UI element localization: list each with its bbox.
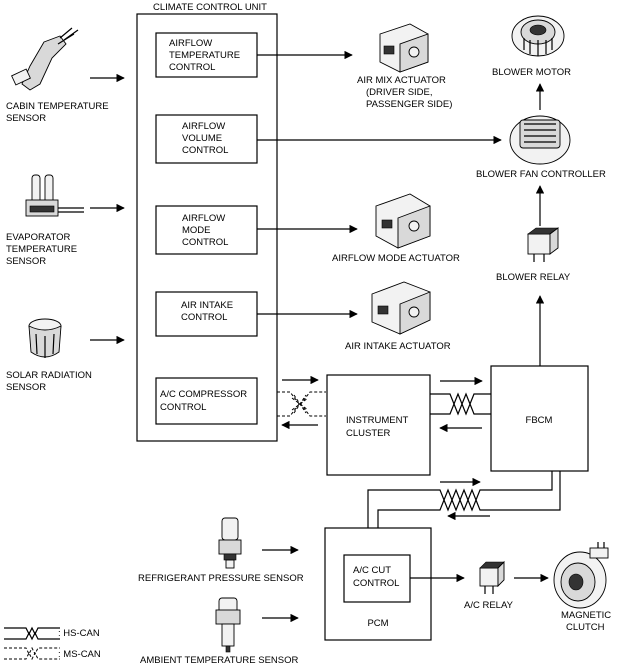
refrigerant-pressure-sensor: REFRIGERANT PRESSURE SENSOR xyxy=(138,517,304,584)
magnetic-clutch: MAGNETIC CLUTCH xyxy=(553,542,611,633)
ac-relay: A/C RELAY xyxy=(464,560,514,611)
blower-relay-icon xyxy=(527,227,559,262)
magnetic-clutch-icon xyxy=(553,542,609,609)
ccu-title: CLIMATE CONTROL UNIT xyxy=(153,2,267,13)
climate-control-unit: CLIMATE CONTROL UNIT AIRFLOW TEMPERATURE… xyxy=(136,2,278,442)
refrigerant-label: REFRIGERANT PRESSURE SENSOR xyxy=(138,573,304,584)
hs-can-link-cluster-fbcm xyxy=(430,392,491,416)
magnetic-clutch-label-2: CLUTCH xyxy=(566,622,605,633)
blower-fan-controller-label: BLOWER FAN CONTROLLER xyxy=(476,169,606,180)
solar-label-1: SOLAR RADIATION xyxy=(6,370,92,381)
solar-sensor-icon xyxy=(28,318,62,358)
ambient-sensor-icon xyxy=(215,597,241,653)
ac-relay-icon xyxy=(479,560,505,594)
airflow-temperature-line-3: CONTROL xyxy=(169,62,215,73)
evaporator-label-1: EVAPORATOR xyxy=(6,232,71,243)
airflow-mode-label: AIRFLOW MODE ACTUATOR xyxy=(332,253,460,264)
cabin-temperature-sensor: CABIN TEMPERATURE SENSOR xyxy=(6,27,109,124)
air-intake-control-block xyxy=(155,291,258,337)
blower-fan-controller: BLOWER FAN CONTROLLER xyxy=(476,115,606,180)
airflow-temperature-control-block xyxy=(155,32,258,78)
blower-motor-label: BLOWER MOTOR xyxy=(492,67,571,78)
instrument-cluster-label-2: CLUSTER xyxy=(346,428,390,439)
ms-can-legend-label: : MS-CAN xyxy=(58,649,101,660)
air-intake-line-1: AIR INTAKE xyxy=(181,300,233,311)
ac-compressor-line-2: CONTROL xyxy=(160,402,206,413)
airflow-mode-line-3: CONTROL xyxy=(182,237,228,248)
air-mix-actuator: AIR MIX ACTUATOR (DRIVER SIDE, PASSENGER… xyxy=(357,23,452,110)
blower-motor-icon xyxy=(511,15,565,57)
airflow-volume-line-3: CONTROL xyxy=(182,145,228,156)
airflow-mode-actuator-icon xyxy=(375,193,431,249)
evaporator-label-3: SENSOR xyxy=(6,256,46,267)
airflow-temperature-line-1: AIRFLOW xyxy=(169,38,212,49)
ac-relay-label: A/C RELAY xyxy=(464,600,514,611)
blower-motor: BLOWER MOTOR xyxy=(492,15,571,78)
ms-can-legend-symbol xyxy=(4,646,60,661)
refrigerant-sensor-icon xyxy=(218,517,242,569)
air-intake-label: AIR INTAKE ACTUATOR xyxy=(345,341,451,352)
air-intake-actuator-icon xyxy=(371,281,431,335)
airflow-volume-line-2: VOLUME xyxy=(182,133,222,144)
hs-can-legend-symbol xyxy=(4,626,60,641)
evaporator-label-2: TEMPERATURE xyxy=(6,244,77,255)
blower-relay-label: BLOWER RELAY xyxy=(496,272,571,283)
evaporator-temperature-sensor: EVAPORATOR TEMPERATURE SENSOR xyxy=(6,174,84,267)
blower-fan-controller-icon xyxy=(509,115,571,165)
instrument-cluster-box xyxy=(326,374,431,476)
airflow-volume-line-1: AIRFLOW xyxy=(182,121,225,132)
airflow-mode-control-block xyxy=(155,205,258,255)
cabin-sensor-label-2: SENSOR xyxy=(6,113,46,124)
airflow-mode-actuator: AIRFLOW MODE ACTUATOR xyxy=(332,193,460,264)
ms-can-link-ccu-cluster xyxy=(277,391,326,417)
air-mix-label-1: AIR MIX ACTUATOR xyxy=(357,75,446,86)
ac-compressor-control-block xyxy=(155,377,258,425)
airflow-temperature-line-2: TEMPERATURE xyxy=(169,50,240,61)
ambient-temperature-sensor: AMBIENT TEMPERATURE SENSOR xyxy=(140,597,298,666)
blower-relay: BLOWER RELAY xyxy=(496,227,571,283)
cabin-sensor-label-1: CABIN TEMPERATURE xyxy=(6,101,109,112)
airflow-volume-control-block xyxy=(155,114,258,164)
evaporator-sensor-icon xyxy=(25,174,84,217)
air-intake-actuator: AIR INTAKE ACTUATOR xyxy=(345,281,451,352)
pcm-label: PCM xyxy=(367,618,388,629)
legend: : HS-CAN : MS-CAN xyxy=(4,626,101,661)
air-mix-label-2: (DRIVER SIDE, xyxy=(366,87,433,98)
air-intake-line-2: CONTROL xyxy=(181,312,227,323)
ac-compressor-line-1: A/C COMPRESSOR xyxy=(160,389,247,400)
hs-can-link-pcm-fbcm xyxy=(367,471,561,528)
ac-cut-control-block xyxy=(343,554,411,603)
ambient-label: AMBIENT TEMPERATURE SENSOR xyxy=(140,655,298,666)
solar-label-2: SENSOR xyxy=(6,382,46,393)
air-mix-label-3: PASSENGER SIDE) xyxy=(366,99,452,110)
airflow-mode-line-2: MODE xyxy=(182,225,211,236)
magnetic-clutch-label-1: MAGNETIC xyxy=(561,610,611,621)
hs-can-legend-label: : HS-CAN xyxy=(58,628,100,639)
fbcm-box xyxy=(490,365,589,472)
air-mix-actuator-icon xyxy=(379,23,429,73)
instrument-cluster-label-1: INSTRUMENT xyxy=(346,415,408,426)
ac-cut-label-2: CONTROL xyxy=(353,578,399,589)
fbcm-label: FBCM xyxy=(526,415,553,426)
airflow-mode-line-1: AIRFLOW xyxy=(182,213,225,224)
cabin-temperature-sensor-icon xyxy=(11,27,79,91)
solar-radiation-sensor: SOLAR RADIATION SENSOR xyxy=(6,318,92,393)
ac-cut-label-1: A/C CUT xyxy=(353,565,391,576)
